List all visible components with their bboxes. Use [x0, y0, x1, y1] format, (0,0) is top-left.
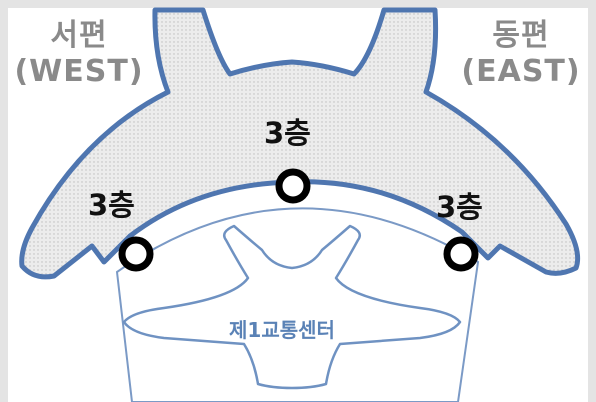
transport-center-building: [122, 224, 462, 390]
east-wing-sub: (EAST): [461, 54, 581, 89]
marker-center-label: 3층: [264, 116, 311, 150]
marker-west[interactable]: [118, 236, 154, 272]
marker-center[interactable]: [275, 168, 311, 204]
east-wing-name: 동편: [492, 18, 550, 53]
west-wing-name: 서편: [50, 18, 108, 53]
marker-east[interactable]: [443, 236, 479, 272]
west-wing-sub: (WEST): [14, 54, 144, 89]
transport-center-label: 제1교통센터: [229, 318, 335, 342]
east-wing-label: 동편 (EAST): [456, 18, 586, 90]
terminal-curve-band: [19, 7, 581, 280]
marker-east-label: 3층: [436, 190, 483, 224]
west-wing-label: 서편 (WEST): [14, 18, 144, 90]
marker-west-label: 3층: [88, 188, 135, 222]
